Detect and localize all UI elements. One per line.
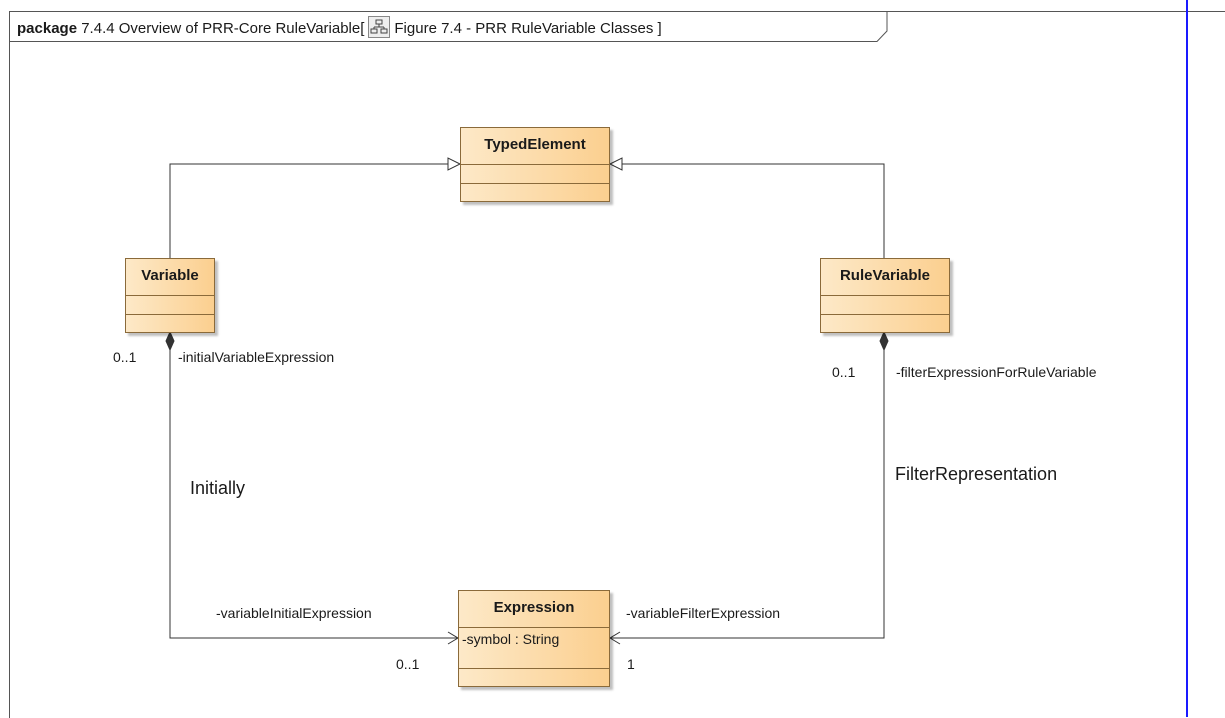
multiplicity-initial-target: 0..1 xyxy=(396,656,420,672)
class-name: Expression xyxy=(459,591,609,628)
attributes-compartment: -symbol : String xyxy=(459,628,609,669)
multiplicity-initial-source: 0..1 xyxy=(113,349,137,365)
operations-compartment xyxy=(459,669,609,687)
package-keyword: package xyxy=(17,20,78,37)
attribute-symbol: -symbol : String xyxy=(462,631,560,647)
attributes-compartment xyxy=(126,296,214,315)
package-name: 7.4.4 Overview of PRR-Core RuleVariable[ xyxy=(81,20,365,37)
class-name: Variable xyxy=(126,259,214,296)
attributes-compartment xyxy=(821,296,949,315)
association-name-filter-representation: FilterRepresentation xyxy=(895,464,1058,484)
multiplicity-filter-source: 0..1 xyxy=(832,364,856,380)
association-name-initially: Initially xyxy=(190,478,246,498)
association-initially[interactable] xyxy=(165,330,459,645)
class-variable[interactable]: Variable xyxy=(125,258,215,333)
class-name: RuleVariable xyxy=(821,259,949,296)
page-boundary-line xyxy=(1186,0,1188,717)
class-name: TypedElement xyxy=(461,128,609,165)
role-variable-filter-expression: -variableFilterExpression xyxy=(626,605,781,621)
operations-compartment xyxy=(126,315,214,333)
class-rule-variable[interactable]: RuleVariable xyxy=(820,258,950,333)
operations-compartment xyxy=(821,315,949,333)
attributes-compartment xyxy=(461,165,609,184)
multiplicity-filter-target: 1 xyxy=(627,656,635,672)
diagram-reference[interactable]: Figure 7.4 - PRR RuleVariable Classes ] xyxy=(394,20,662,37)
role-variable-initial-expression: -variableInitialExpression xyxy=(216,605,372,621)
operations-compartment xyxy=(461,184,609,202)
role-initial-variable-expression: -initialVariableExpression xyxy=(178,349,335,365)
association-filter[interactable] xyxy=(609,330,889,645)
package-tab-outline xyxy=(9,11,888,42)
package-frame xyxy=(9,11,1225,718)
class-expression[interactable]: Expression -symbol : String xyxy=(458,590,610,687)
class-diagram-icon[interactable] xyxy=(368,16,391,38)
role-filter-expression-for-rule-variable: -filterExpressionForRuleVariable xyxy=(896,364,1097,380)
generalization-rulevariable[interactable] xyxy=(608,157,885,258)
generalization-variable[interactable] xyxy=(169,157,462,258)
class-typed-element[interactable]: TypedElement xyxy=(460,127,610,202)
